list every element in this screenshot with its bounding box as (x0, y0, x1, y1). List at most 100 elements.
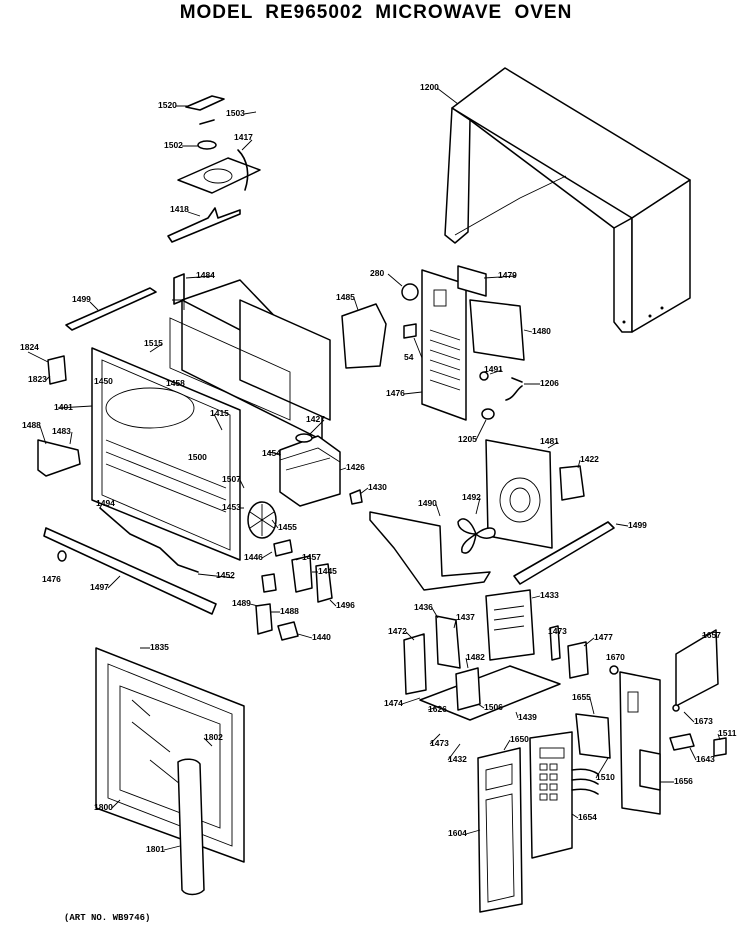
magnetron (279, 433, 341, 507)
label-1436a: 1436 (414, 602, 433, 612)
label-1499b: 1499 (628, 520, 647, 530)
label-1422: 1422 (580, 454, 599, 464)
label-1520: 1520 (158, 100, 177, 110)
leader-lines (27, 87, 721, 851)
label-1481: 1481 (540, 436, 559, 446)
fan-blade-1492 (457, 518, 496, 554)
label-1476: 1476 (386, 388, 405, 398)
label-1503: 1503 (226, 108, 245, 118)
art-number: (ART NO. WB9746) (64, 913, 151, 923)
bracket-left (65, 287, 157, 331)
rail-1457 (43, 527, 217, 615)
label-1437: 1437 (456, 612, 475, 622)
part-1477 (567, 641, 589, 679)
label-1494: 1494 (96, 498, 115, 508)
label-1445: 1445 (318, 566, 337, 576)
part-1422 (559, 465, 585, 501)
page-title: MODEL RE965002 MICROWAVE OVEN (179, 2, 573, 23)
outer-case (444, 67, 691, 333)
label-1426: 1426 (346, 462, 365, 472)
label-1491: 1491 (484, 364, 503, 374)
label-1485: 1485 (336, 292, 355, 302)
label-1446: 1446 (244, 552, 263, 562)
label-1415: 1415 (210, 408, 229, 418)
label-1801: 1801 (146, 844, 165, 854)
oven-cavity (91, 273, 331, 561)
label-1418: 1418 (170, 204, 189, 214)
label-1440: 1440 (312, 632, 331, 642)
label-54: 54 (404, 352, 414, 362)
grommet-1476 (57, 550, 67, 562)
label-1802: 1802 (204, 732, 223, 742)
label-1496: 1496 (336, 600, 355, 610)
label-1452: 1452 (216, 570, 235, 580)
keypad-board (529, 731, 599, 859)
door-handle (177, 758, 205, 896)
label-1824: 1824 (20, 342, 39, 352)
cover-1485 (341, 303, 387, 369)
label-1450: 1450 (94, 376, 113, 386)
label-1604: 1604 (448, 828, 467, 838)
label-1472: 1472 (388, 626, 407, 636)
label-1497: 1497 (90, 582, 109, 592)
duct-1490 (369, 511, 491, 591)
label-1417: 1417 (234, 132, 253, 142)
label-1499: 1499 (72, 294, 91, 304)
label-1206: 1206 (540, 378, 559, 388)
label-1455: 1455 (278, 522, 297, 532)
label-1483: 1483 (52, 426, 71, 436)
base-plate (403, 615, 561, 721)
interlock-switches (255, 539, 333, 641)
label-1200: 1200 (420, 82, 439, 92)
transformer (485, 589, 535, 661)
label-1654: 1654 (578, 812, 597, 822)
label-1432: 1432 (448, 754, 467, 764)
control-bracket (575, 671, 661, 815)
label-1515: 1515 (144, 338, 163, 348)
label-1427: 1427 (306, 414, 325, 424)
label-1650: 1650 (510, 734, 529, 744)
label-1480: 1480 (532, 326, 551, 336)
label-1823: 1823 (28, 374, 47, 384)
cover-1657 (675, 629, 719, 707)
label-1488a: 1488 (22, 420, 41, 430)
stirrer-assembly (167, 95, 261, 243)
label-1492: 1492 (462, 492, 481, 502)
label-1502: 1502 (164, 140, 183, 150)
rear-panel (421, 265, 525, 421)
label-1430: 1430 (368, 482, 387, 492)
label-1656: 1656 (674, 776, 693, 786)
label-1488b: 1488 (280, 606, 299, 616)
label-1500: 1500 (188, 452, 207, 462)
part-labels: 1520 1503 1502 1417 1418 1200 1484 1499 … (20, 82, 737, 854)
label-1643: 1643 (696, 754, 715, 764)
label-1835: 1835 (150, 642, 169, 652)
label-1439: 1439 (518, 712, 537, 722)
label-1626: 1626 (428, 704, 447, 714)
label-1477: 1477 (594, 632, 613, 642)
label-1484: 1484 (196, 270, 215, 280)
label-1511: 1511 (718, 728, 737, 738)
bracket-1488 (37, 439, 81, 477)
control-panel-front (477, 747, 523, 913)
label-1489: 1489 (232, 598, 251, 608)
label-1482: 1482 (466, 652, 485, 662)
label-1507: 1507 (222, 474, 241, 484)
label-1800: 1800 (94, 802, 113, 812)
label-1490: 1490 (418, 498, 437, 508)
label-1457: 1457 (302, 552, 321, 562)
label-1673a: 1473 (548, 626, 567, 636)
bracket-1499-right (513, 521, 615, 585)
label-1474: 1474 (384, 698, 403, 708)
label-1510: 1510 (596, 772, 615, 782)
label-280: 280 (370, 268, 384, 278)
lamp (401, 283, 419, 301)
label-1401: 1401 (54, 402, 73, 412)
label-1473: 1473 (430, 738, 449, 748)
label-1458: 1458 (166, 378, 185, 388)
label-1433: 1433 (540, 590, 559, 600)
label-1205: 1205 (458, 434, 477, 444)
label-1670: 1670 (606, 652, 625, 662)
label-1657: 1657 (702, 630, 721, 640)
